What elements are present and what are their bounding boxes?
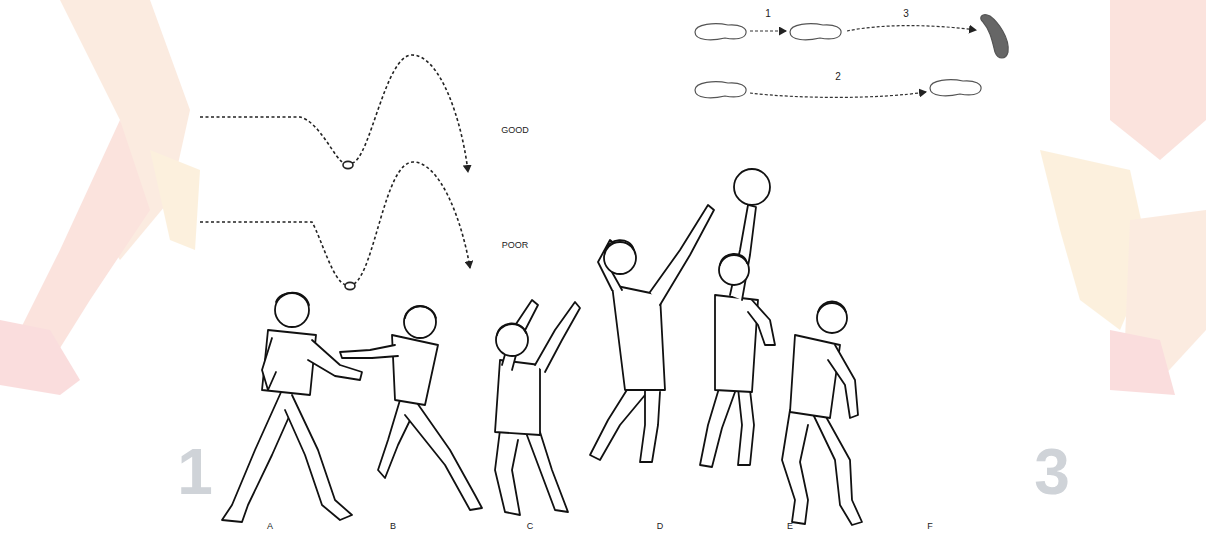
phase-letter: C — [527, 522, 534, 531]
step-number: 2 — [835, 72, 841, 82]
footprints — [695, 15, 1008, 98]
takeoff-point — [343, 161, 353, 168]
step-number: 3 — [903, 9, 909, 19]
volleyball — [734, 169, 770, 205]
phase-letter: E — [787, 522, 793, 531]
player-figure-c — [495, 300, 580, 515]
watermark-figure-right — [1040, 0, 1206, 395]
watermark-number: 1 — [177, 440, 213, 504]
step-number: 1 — [765, 9, 771, 19]
phase-letter: A — [267, 522, 273, 531]
player-figure-f — [782, 302, 862, 526]
player-figure-e — [700, 169, 775, 467]
phase-letter: F — [927, 522, 933, 531]
player-figure-a — [222, 293, 362, 522]
player-figure-d — [590, 205, 714, 462]
watermark-figure-left — [0, 0, 200, 395]
phase-letter: B — [390, 522, 396, 531]
step-arrows — [750, 26, 976, 98]
takeoff-point — [345, 282, 355, 289]
phase-letter: D — [657, 522, 664, 531]
path-quality-label: GOOD — [501, 126, 529, 135]
watermark-number: 3 — [1034, 440, 1070, 504]
poor-path-curve — [200, 162, 470, 285]
path-quality-label: POOR — [502, 241, 529, 250]
good-path-curve — [200, 55, 468, 172]
player-figure-b — [340, 306, 482, 510]
